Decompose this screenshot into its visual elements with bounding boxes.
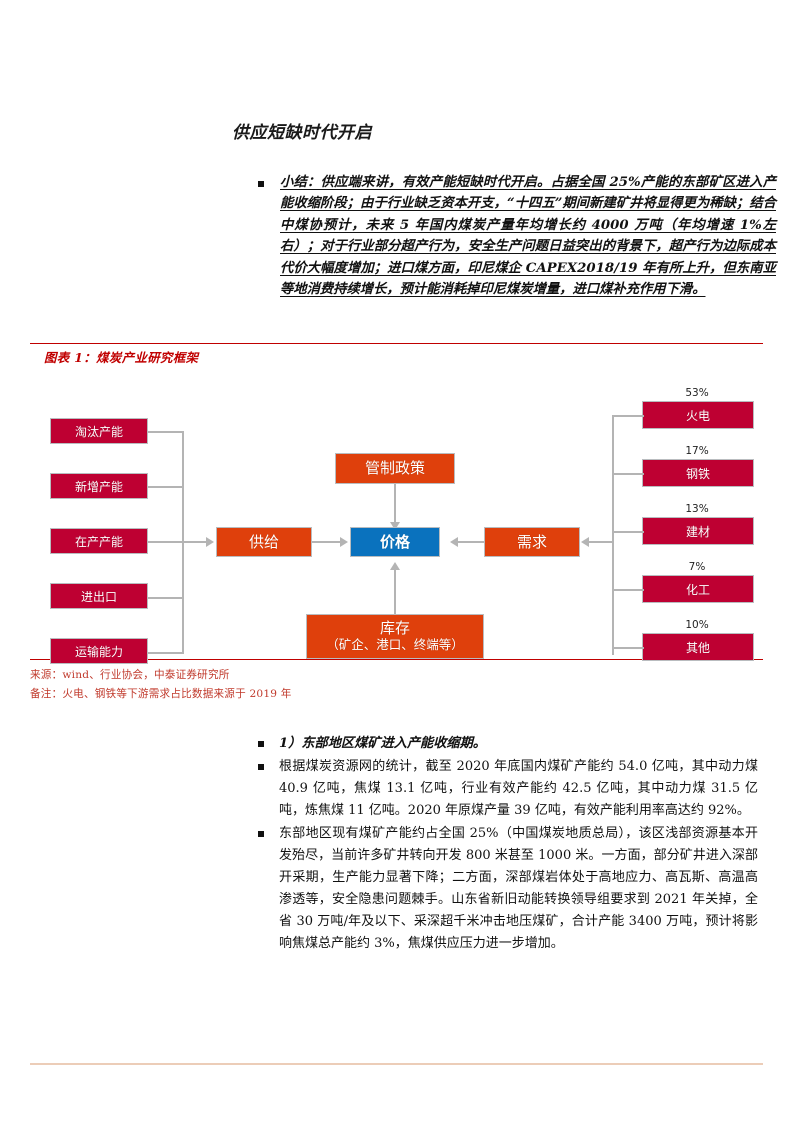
- footer-rule: [30, 1063, 763, 1065]
- figure-notes: 来源：wind、行业协会，中泰证券研究所 备注：火电、钢铁等下游需求占比数据来源…: [30, 660, 763, 704]
- body-paragraph-2: 东部地区现有煤矿产能约占全国 25%（中国煤炭地质总局），该区浅部资源基本开发殆…: [279, 826, 758, 951]
- body-paragraph-1: 根据煤炭资源网的统计，截至 2020 年底国内煤矿产能约 54.0 亿吨，其中动…: [279, 759, 758, 818]
- node-supply-input-0: 淘汰产能: [50, 418, 148, 444]
- node-supply-input-2: 在产产能: [50, 528, 148, 554]
- body-text-block: 1）东部地区煤矿进入产能收缩期。 根据煤炭资源网的统计，截至 2020 年底国内…: [258, 733, 758, 956]
- supply-stub-3: [148, 597, 184, 599]
- body-bullet-row-0: 1）东部地区煤矿进入产能收缩期。: [258, 733, 758, 755]
- node-label: 火电: [685, 408, 710, 423]
- node-demand-sector-2: 建材: [642, 517, 754, 545]
- sector-stub-3: [612, 589, 644, 591]
- inventory-to-price-line: [394, 570, 396, 614]
- node-supply: 供给: [216, 527, 312, 557]
- node-policy: 管制政策: [335, 453, 455, 484]
- sector-pct-4: 10%: [685, 619, 709, 631]
- sector-pct-1: 17%: [685, 445, 709, 457]
- sector-stub-2: [612, 531, 644, 533]
- square-bullet-icon: [258, 741, 264, 747]
- node-price: 价格: [350, 527, 440, 557]
- figure-source-note: 来源：wind、行业协会，中泰证券研究所: [30, 669, 230, 681]
- square-bullet-icon: [258, 181, 264, 187]
- figure-diagram: 淘汰产能 新增产能 在产产能 进出口 运输能力: [30, 369, 763, 664]
- body-bullet-row-2: 东部地区现有煤矿产能约占全国 25%（中国煤炭地质总局），该区浅部资源基本开发殆…: [258, 823, 758, 955]
- figure-1: 图表 1：煤炭产业研究框架 淘汰产能 新增产能 在产产能 进出口 运输能力: [30, 343, 763, 704]
- gongji-to-price-line: [312, 541, 340, 543]
- xuqiu-to-price-arrow-icon: [450, 537, 458, 547]
- node-label-line2: （矿企、港口、终端等）: [326, 637, 464, 652]
- xuqiu-to-price-line: [458, 541, 484, 543]
- sector-pct-0: 53%: [685, 387, 709, 399]
- node-supply-input-1: 新增产能: [50, 473, 148, 499]
- supply-to-gongji-arrow-icon: [206, 537, 214, 547]
- summary-block: 小结：供应端来讲，有效产能短缺时代开启。占据全国 25%产能的东部矿区进入产能收…: [258, 172, 776, 300]
- body-paragraph-0: 1）东部地区煤矿进入产能收缩期。: [279, 736, 486, 751]
- summary-text: 小结：供应端来讲，有效产能短缺时代开启。占据全国 25%产能的东部矿区进入产能收…: [280, 175, 776, 298]
- node-inventory: 库存 （矿企、港口、终端等）: [306, 614, 484, 659]
- square-bullet-icon: [258, 831, 264, 837]
- summary-bullet-row: 小结：供应端来讲，有效产能短缺时代开启。占据全国 25%产能的东部矿区进入产能收…: [258, 172, 776, 300]
- supply-stub-1: [148, 486, 184, 488]
- node-supply-input-3: 进出口: [50, 583, 148, 609]
- figure-title: 图表 1：煤炭产业研究框架: [30, 343, 763, 369]
- policy-to-price-line: [394, 484, 396, 522]
- sector-stub-4: [612, 647, 644, 649]
- supply-stub-0: [148, 431, 184, 433]
- node-label-line1: 库存: [379, 619, 410, 637]
- sector-pct-3: 7%: [688, 561, 706, 573]
- square-bullet-icon: [258, 764, 264, 770]
- sector-spine-connector: [589, 541, 614, 543]
- node-label: 新增产能: [74, 479, 123, 494]
- node-supply-input-4: 运输能力: [50, 638, 148, 664]
- node-demand-sector-1: 钢铁: [642, 459, 754, 487]
- node-label: 运输能力: [74, 644, 123, 659]
- node-label: 化工: [685, 582, 710, 597]
- node-label: 在产产能: [74, 534, 123, 549]
- sector-bracket-spine: [612, 415, 614, 655]
- figure-remark-note: 备注：火电、钢铁等下游需求占比数据来源于 2019 年: [30, 688, 292, 700]
- supply-stub-4: [148, 652, 184, 654]
- node-label: 价格: [379, 532, 410, 551]
- node-demand-sector-3: 化工: [642, 575, 754, 603]
- supply-stub-2: [148, 541, 184, 543]
- node-label: 供给: [248, 532, 279, 551]
- node-label: 建材: [685, 524, 710, 539]
- node-label: 需求: [516, 532, 547, 551]
- sector-pct-2: 13%: [685, 503, 709, 515]
- gongji-to-price-arrow-icon: [340, 537, 348, 547]
- figure-bottom-rule: [30, 659, 763, 660]
- sector-stub-1: [612, 473, 644, 475]
- node-label: 其他: [685, 640, 710, 655]
- policy-to-price-arrow-icon: [390, 522, 400, 530]
- supply-to-gongji-line: [182, 541, 206, 543]
- sector-to-xuqiu-arrow-icon: [581, 537, 589, 547]
- node-label: 管制政策: [364, 459, 425, 477]
- node-label: 钢铁: [685, 466, 710, 481]
- sector-stub-0: [612, 415, 644, 417]
- node-label: 淘汰产能: [74, 424, 123, 439]
- node-demand-sector-4: 其他: [642, 633, 754, 661]
- node-demand-sector-0: 火电: [642, 401, 754, 429]
- node-label: 进出口: [80, 589, 117, 604]
- page-title: 供应短缺时代开启: [232, 123, 372, 143]
- body-bullet-row-1: 根据煤炭资源网的统计，截至 2020 年底国内煤矿产能约 54.0 亿吨，其中动…: [258, 756, 758, 822]
- node-demand: 需求: [484, 527, 580, 557]
- inventory-to-price-arrow-icon: [390, 562, 400, 570]
